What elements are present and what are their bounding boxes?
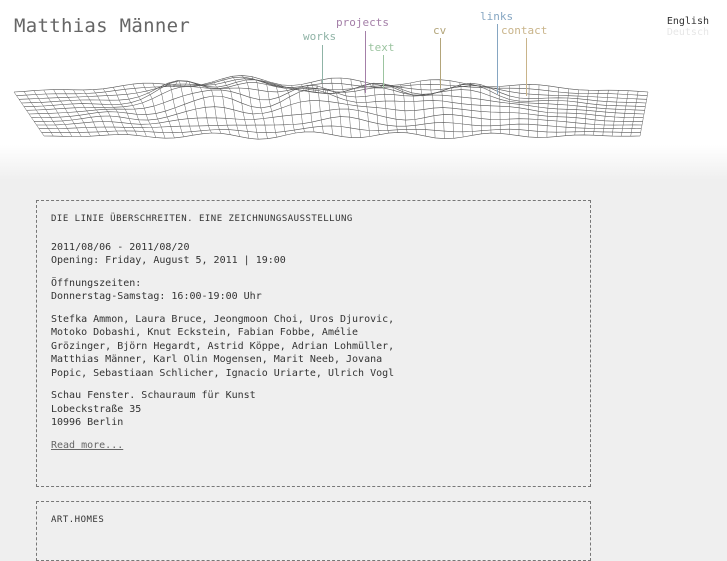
language-switcher: English Deutsch [667, 16, 709, 38]
landscape-grid-line [410, 83, 416, 134]
landscape-grid-line [450, 81, 454, 139]
post-title: DIE LINIE ÜBERSCHREITEN. EINE ZEICHNUNGS… [51, 213, 576, 227]
artists-line: Stefka Ammon, Laura Bruce, Jeongmoon Cho… [51, 313, 576, 327]
nav-stem-text [383, 55, 384, 88]
nav-stem-works [322, 45, 323, 83]
post-opening: Opening: Friday, August 5, 2011 | 19:00 [51, 254, 576, 268]
post-hours-block: Öffnungszeiten: Donnerstag-Samstag: 16:0… [51, 277, 576, 304]
post-hours: Donnerstag-Samstag: 16:00-19:00 Uhr [51, 290, 576, 304]
landscape-grid-line [575, 90, 579, 135]
landscape-grid-line [440, 80, 444, 139]
nav-stem-contact [526, 38, 527, 96]
landscape-grid-line [490, 87, 492, 133]
post-card: DIE LINIE ÜBERSCHREITEN. EINE ZEICHNUNGS… [36, 200, 591, 487]
post-card: ART.HOMES [36, 501, 591, 561]
landscape-grid-line [470, 83, 473, 135]
landscape-grid-line [556, 87, 559, 136]
landscape-grid-line [430, 80, 435, 138]
venue-line: Schau Fenster. Schauraum für Kunst [51, 389, 576, 403]
landscape-grid-line [163, 83, 184, 137]
nav-contact[interactable]: contact [501, 24, 547, 37]
landscape-grid-line [528, 84, 529, 136]
landscape-grid-line [547, 86, 549, 137]
artists-line: Grözinger, Björn Hegardt, Astrid Köppe, … [51, 340, 576, 354]
nav-stem-cv [440, 38, 441, 88]
landscape-grid-line [37, 109, 643, 125]
nav-projects[interactable]: projects [336, 16, 389, 29]
landscape-grid-line [282, 85, 296, 133]
landscape-grid-line [499, 87, 500, 134]
landscape-grid-line [262, 79, 277, 137]
landscape-grid-line [24, 81, 645, 107]
landscape-grid-line [331, 78, 342, 136]
artists-line: Matthias Männer, Karl Olin Mogensen, Mar… [51, 353, 576, 367]
artists-line: Motoko Dobashi, Knut Eckstein, Fabian Fo… [51, 326, 576, 340]
nav-stem-projects [365, 31, 366, 93]
post-artists: Stefka Ammon, Laura Bruce, Jeongmoon Cho… [51, 313, 576, 381]
landscape-grid-line [420, 81, 426, 136]
nav-links[interactable]: links [480, 10, 513, 23]
landscape-grid-line [341, 78, 351, 138]
language-deutsch[interactable]: Deutsch [667, 27, 709, 38]
post-dates: 2011/08/06 - 2011/08/20 [51, 241, 576, 255]
nav-cv[interactable]: cv [433, 24, 446, 37]
read-more-link[interactable]: Read more... [51, 440, 123, 451]
site-title[interactable]: Matthias Männer [14, 15, 190, 37]
landscape-grid-line [480, 84, 482, 133]
nav-works[interactable]: works [303, 30, 336, 43]
nav-text[interactable]: text [368, 41, 395, 54]
landscape-grid-line [321, 80, 333, 135]
post-venue: Schau Fenster. Schauraum für Kunst Lobec… [51, 389, 576, 430]
header: Matthias Männer English Deutsch works pr… [0, 0, 727, 180]
post-dates-block: 2011/08/06 - 2011/08/20 Opening: Friday,… [51, 241, 576, 268]
post-hours-label: Öffnungszeiten: [51, 277, 576, 291]
artists-line: Popic, Sebastiaan Schlicher, Ignacio Uri… [51, 367, 576, 381]
nav-stem-links [497, 24, 498, 94]
venue-line: Lobeckstraße 35 [51, 403, 576, 417]
venue-line: 10996 Berlin [51, 416, 576, 430]
landscape-grid-line [371, 83, 380, 135]
landscape-grid-line [460, 83, 463, 138]
post-title: ART.HOMES [51, 514, 576, 528]
language-english[interactable]: English [667, 16, 709, 27]
landscape-grid-line [133, 84, 156, 138]
